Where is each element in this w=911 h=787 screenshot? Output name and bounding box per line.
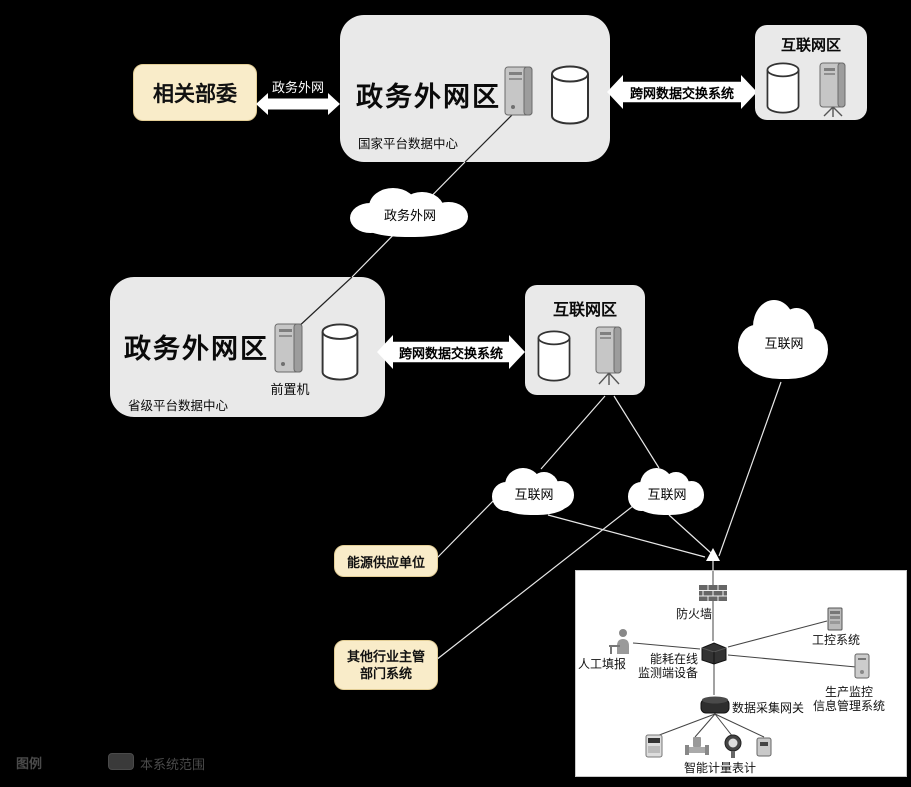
other-industry-label-line2: 部门系统 (359, 666, 412, 681)
enterprise-monitoring-panel: 防火墙 人工填报 能耗在线 监测端设备 工控系统 (575, 570, 907, 777)
legend-title: 图例 (16, 756, 43, 771)
gateway-device-icon (700, 696, 730, 714)
server-icon (504, 66, 533, 116)
other-industry-box: 其他行业主管 部门系统 (334, 640, 438, 690)
firewall-label: 防火墙 (675, 607, 712, 621)
ministries-label: 相关部委 (153, 82, 237, 106)
energy-supplier-label: 能源供应单位 (346, 554, 425, 570)
server-icon (595, 326, 622, 385)
production-system-label-line2: 信息管理系统 (812, 699, 885, 713)
gauge-meter-icon (724, 734, 742, 758)
internet-cloud-right: 互联网 (738, 300, 830, 382)
provincial-gov-extranet-zone: 政务外网区 前置机 省级平台数据中心 (110, 277, 385, 417)
database-icon (321, 323, 359, 381)
monitor-terminal-icon (701, 642, 727, 665)
cloud-label: 互联网 (514, 487, 554, 502)
zone-title: 互联网区 (552, 302, 617, 319)
box-meter-icon (756, 737, 772, 757)
monitor-device-label-line2: 监测端设备 (637, 666, 698, 680)
gov-extranet-cloud: 政务外网 (350, 188, 470, 238)
electric-meter-icon (645, 734, 663, 758)
database-icon (537, 330, 571, 382)
cloud-label: 互联网 (764, 336, 804, 351)
production-system-label: 生产监控 信息管理系统 (804, 685, 894, 713)
flow-meter-icon (685, 737, 709, 755)
gov-extranet-link-label: 政务外网 (271, 80, 324, 95)
database-icon (766, 62, 800, 114)
operator-person-icon (609, 629, 629, 654)
internet-zone-top: 互联网区 (755, 25, 867, 120)
exchange-arrow-label: 跨网数据交换系统 (629, 85, 734, 101)
front-end-label: 前置机 (270, 382, 310, 397)
production-system-icon (854, 653, 870, 679)
smart-meters-label: 智能计量表计 (683, 761, 756, 775)
gateway-label: 数据采集网关 (732, 701, 805, 715)
monitor-device-label-line1: 能耗在线 (649, 652, 698, 666)
exchange-arrow-label: 跨网数据交换系统 (398, 345, 503, 361)
callout-line (464, 111, 516, 162)
gov-extranet-double-arrow-icon (256, 93, 340, 115)
server-icon (274, 323, 303, 373)
other-industry-label-line1: 其他行业主管 (346, 649, 425, 664)
zone-caption: 省级平台数据中心 (128, 399, 229, 413)
production-system-label-line1: 生产监控 (824, 685, 873, 699)
zone-title: 互联网区 (780, 37, 841, 54)
system-scope-swatch (108, 753, 134, 770)
industrial-control-icon (827, 607, 843, 631)
internet-zone-middle: 互联网区 (525, 285, 645, 395)
server-icon (819, 62, 846, 117)
cloud-label: 互联网 (647, 487, 687, 502)
up-arrow-icon (706, 548, 720, 561)
industrial-control-label: 工控系统 (811, 633, 860, 647)
national-gov-extranet-zone: 政务外网区 国家平台数据中心 (340, 15, 610, 162)
zone-title: 政务外网区 (124, 334, 269, 364)
ministries-box: 相关部委 (133, 64, 257, 121)
callout-line (295, 277, 353, 330)
panel-connector-lines (632, 571, 857, 738)
zone-caption: 国家平台数据中心 (358, 137, 459, 151)
cloud-label: 政务外网 (383, 208, 436, 223)
zone-title: 政务外网区 (356, 82, 501, 112)
database-icon (551, 65, 589, 125)
internet-cloud-lower-mid: 互联网 (628, 468, 706, 516)
monitor-device-label: 能耗在线 监测端设备 (626, 652, 698, 680)
firewall-icon (699, 585, 727, 601)
internet-cloud-lower-left: 互联网 (492, 468, 576, 516)
energy-supplier-box: 能源供应单位 (334, 545, 438, 577)
system-scope-label: 本系统范围 (140, 757, 206, 772)
manual-report-label: 人工填报 (577, 657, 626, 671)
